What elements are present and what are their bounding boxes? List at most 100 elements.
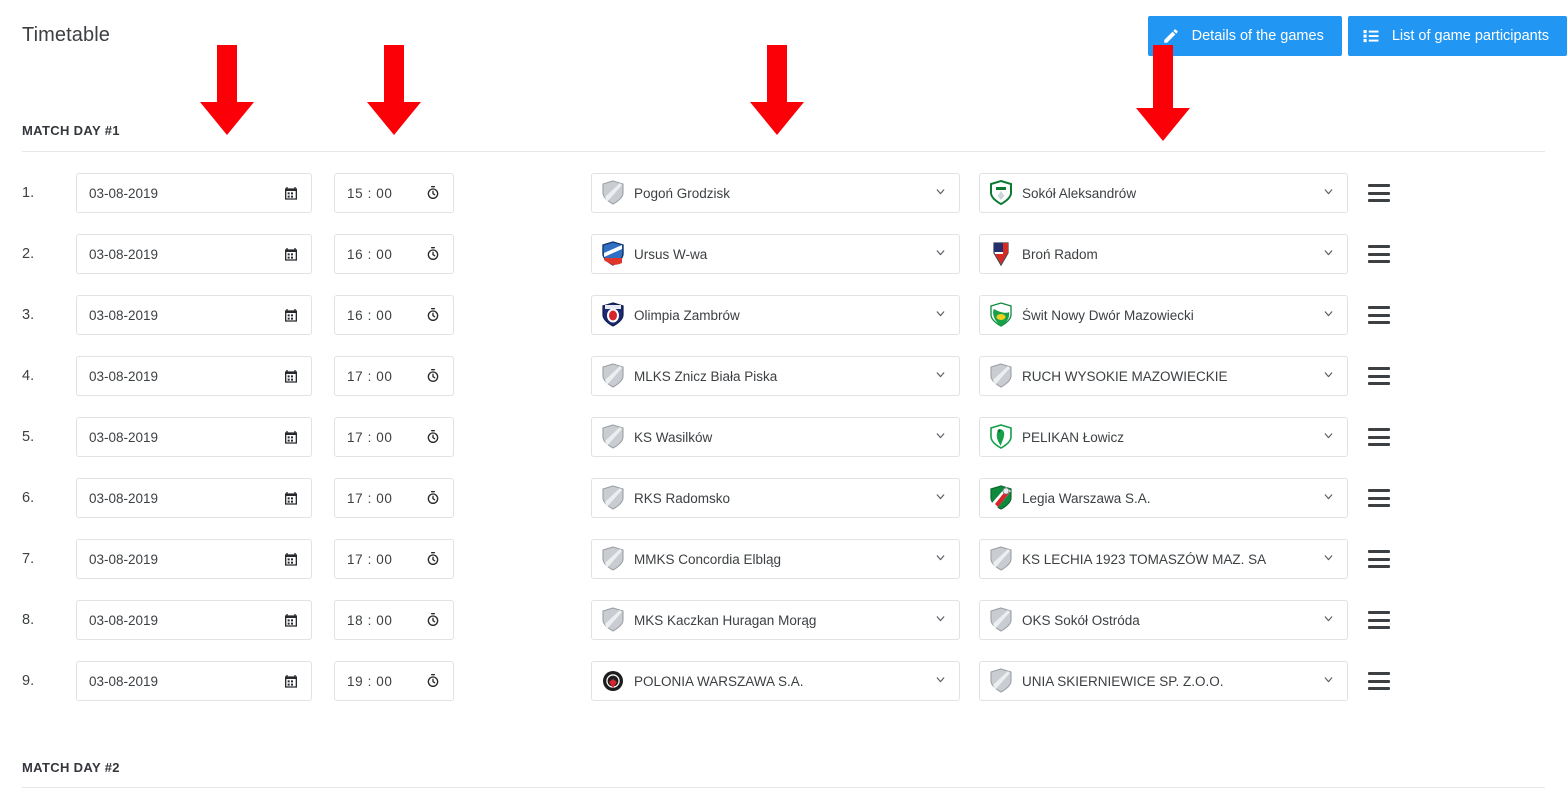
home-team-select[interactable]: Ursus W-wa: [591, 234, 960, 274]
matchday-heading-1: MATCH DAY #1: [22, 123, 120, 138]
drag-handle-icon[interactable]: [1368, 428, 1390, 446]
matchday-divider-1: [22, 151, 1545, 152]
drag-handle-icon[interactable]: [1368, 245, 1390, 263]
calendar-icon[interactable]: [283, 490, 299, 506]
details-of-the-games-button[interactable]: Details of the games: [1147, 16, 1342, 56]
chevron-down-icon[interactable]: [1322, 307, 1335, 323]
drag-handle-icon[interactable]: [1368, 306, 1390, 324]
match-date-input[interactable]: 03-08-2019: [76, 478, 312, 518]
chevron-down-icon[interactable]: [934, 246, 947, 262]
arrow-time-column: [367, 45, 421, 135]
clock-icon[interactable]: [425, 612, 441, 628]
match-date-input[interactable]: 03-08-2019: [76, 417, 312, 457]
match-date-input[interactable]: 03-08-2019: [76, 295, 312, 335]
away-team-select[interactable]: RUCH WYSOKIE MAZOWIECKIE: [979, 356, 1348, 396]
home-team-crest-icon: [602, 241, 624, 267]
clock-icon[interactable]: [425, 429, 441, 445]
chevron-down-icon[interactable]: [934, 673, 947, 689]
away-team-crest-icon: [990, 180, 1012, 206]
match-date-value: 03-08-2019: [89, 673, 159, 689]
match-time-input[interactable]: 16 : 00: [334, 295, 454, 335]
match-date-input[interactable]: 03-08-2019: [76, 173, 312, 213]
away-team-select[interactable]: PELIKAN Łowicz: [979, 417, 1348, 457]
match-date-input[interactable]: 03-08-2019: [76, 356, 312, 396]
match-time-input[interactable]: 17 : 00: [334, 478, 454, 518]
chevron-down-icon[interactable]: [934, 551, 947, 567]
chevron-down-icon[interactable]: [1322, 246, 1335, 262]
match-time-input[interactable]: 16 : 00: [334, 234, 454, 274]
home-team-select[interactable]: KS Wasilków: [591, 417, 960, 457]
chevron-down-icon[interactable]: [1322, 490, 1335, 506]
home-team-select[interactable]: Olimpia Zambrów: [591, 295, 960, 335]
row-index-label: 4.: [22, 368, 35, 384]
home-team-select[interactable]: MLKS Znicz Biała Piska: [591, 356, 960, 396]
match-date-input[interactable]: 03-08-2019: [76, 234, 312, 274]
match-time-input[interactable]: 18 : 00: [334, 600, 454, 640]
chevron-down-icon[interactable]: [1322, 612, 1335, 628]
match-time-input[interactable]: 17 : 00: [334, 417, 454, 457]
match-date-input[interactable]: 03-08-2019: [76, 600, 312, 640]
chevron-down-icon[interactable]: [934, 307, 947, 323]
home-team-select[interactable]: POLONIA WARSZAWA S.A.: [591, 661, 960, 701]
drag-handle-icon[interactable]: [1368, 367, 1390, 385]
matchday-heading-2: MATCH DAY #2: [22, 760, 120, 775]
drag-handle-icon[interactable]: [1368, 611, 1390, 629]
clock-icon[interactable]: [425, 185, 441, 201]
home-team-select[interactable]: Pogoń Grodzisk: [591, 173, 960, 213]
chevron-down-icon[interactable]: [1322, 185, 1335, 201]
drag-handle-icon[interactable]: [1368, 184, 1390, 202]
chevron-down-icon[interactable]: [1322, 673, 1335, 689]
drag-handle-icon[interactable]: [1368, 489, 1390, 507]
away-team-select[interactable]: Broń Radom: [979, 234, 1348, 274]
header-toolbar: Details of the games List of game partic…: [1147, 16, 1567, 56]
calendar-icon[interactable]: [283, 551, 299, 567]
clock-icon[interactable]: [425, 673, 441, 689]
home-team-select[interactable]: RKS Radomsko: [591, 478, 960, 518]
chevron-down-icon[interactable]: [934, 429, 947, 445]
calendar-icon[interactable]: [283, 307, 299, 323]
chevron-down-icon[interactable]: [934, 612, 947, 628]
drag-handle-icon[interactable]: [1368, 550, 1390, 568]
match-date-input[interactable]: 03-08-2019: [76, 661, 312, 701]
match-time-input[interactable]: 15 : 00: [334, 173, 454, 213]
arrow-date-column: [200, 45, 254, 135]
away-team-select[interactable]: Świt Nowy Dwór Mazowiecki: [979, 295, 1348, 335]
calendar-icon[interactable]: [283, 185, 299, 201]
clock-icon[interactable]: [425, 307, 441, 323]
table-row: 7. 03-08-2019 17 : 00 MMKS Concordia Elb…: [0, 528, 1567, 590]
pencil-icon: [1162, 27, 1180, 45]
match-date-input[interactable]: 03-08-2019: [76, 539, 312, 579]
chevron-down-icon[interactable]: [934, 185, 947, 201]
match-time-input[interactable]: 17 : 00: [334, 356, 454, 396]
chevron-down-icon[interactable]: [1322, 368, 1335, 384]
away-team-select[interactable]: KS LECHIA 1923 TOMASZÓW MAZ. SA: [979, 539, 1348, 579]
home-team-select[interactable]: MMKS Concordia Elbląg: [591, 539, 960, 579]
arrow-team-column: [750, 45, 804, 135]
away-team-crest-icon: [990, 302, 1012, 328]
calendar-icon[interactable]: [283, 429, 299, 445]
list-of-game-participants-label: List of game participants: [1391, 28, 1549, 44]
chevron-down-icon[interactable]: [934, 490, 947, 506]
calendar-icon[interactable]: [283, 246, 299, 262]
home-team-select[interactable]: MKS Kaczkan Huragan Morąg: [591, 600, 960, 640]
clock-icon[interactable]: [425, 551, 441, 567]
drag-handle-icon[interactable]: [1368, 672, 1390, 690]
away-team-name: Legia Warszawa S.A.: [1022, 490, 1151, 506]
clock-icon[interactable]: [425, 368, 441, 384]
away-team-select[interactable]: UNIA SKIERNIEWICE SP. Z.O.O.: [979, 661, 1348, 701]
chevron-down-icon[interactable]: [1322, 429, 1335, 445]
match-time-input[interactable]: 17 : 00: [334, 539, 454, 579]
calendar-icon[interactable]: [283, 612, 299, 628]
clock-icon[interactable]: [425, 490, 441, 506]
chevron-down-icon[interactable]: [1322, 551, 1335, 567]
list-of-game-participants-button[interactable]: List of game participants: [1347, 16, 1567, 56]
match-date-value: 03-08-2019: [89, 429, 159, 445]
calendar-icon[interactable]: [283, 673, 299, 689]
away-team-select[interactable]: Legia Warszawa S.A.: [979, 478, 1348, 518]
calendar-icon[interactable]: [283, 368, 299, 384]
away-team-select[interactable]: Sokół Aleksandrów: [979, 173, 1348, 213]
match-time-input[interactable]: 19 : 00: [334, 661, 454, 701]
clock-icon[interactable]: [425, 246, 441, 262]
away-team-select[interactable]: OKS Sokół Ostróda: [979, 600, 1348, 640]
chevron-down-icon[interactable]: [934, 368, 947, 384]
